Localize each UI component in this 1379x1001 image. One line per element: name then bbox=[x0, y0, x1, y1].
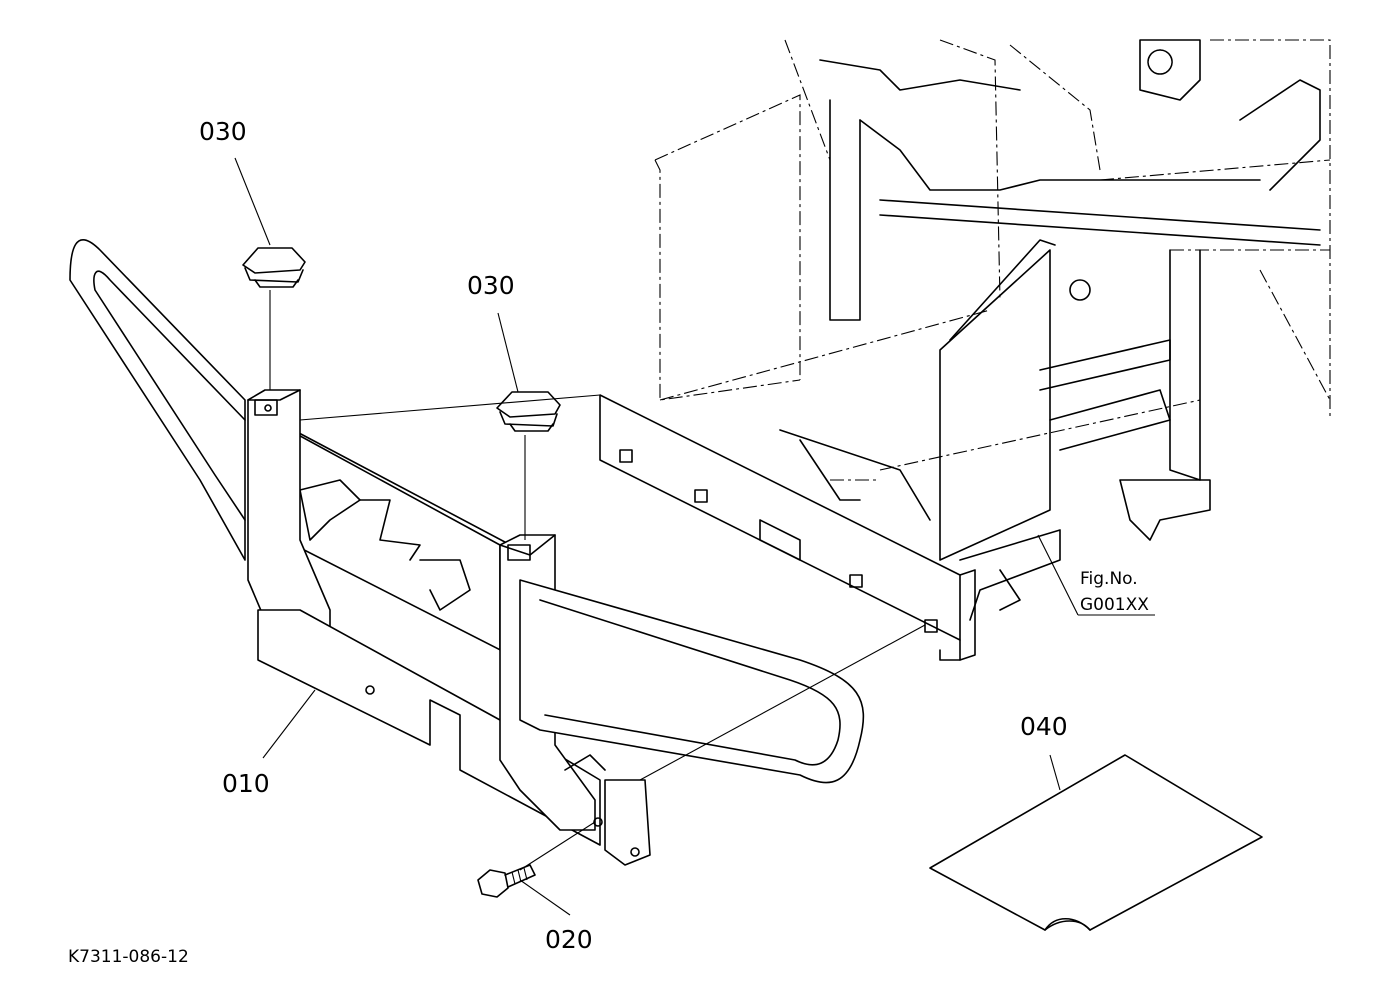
callout-010: 010 bbox=[222, 769, 270, 798]
label-sheet-icon[interactable] bbox=[929, 754, 1263, 931]
hex-bolt-icon[interactable] bbox=[477, 864, 536, 898]
chassis-frame bbox=[599, 39, 1331, 661]
callout-030-lower: 030 bbox=[467, 271, 515, 300]
figure-reference-number[interactable]: G001XX bbox=[1080, 595, 1149, 615]
callout-020: 020 bbox=[545, 925, 593, 954]
figure-reference-label: Fig.No. bbox=[1080, 569, 1138, 589]
callout-030-upper: 030 bbox=[199, 117, 247, 146]
callout-040: 040 bbox=[1020, 712, 1068, 741]
drawing-number: K7311-086-12 bbox=[68, 947, 189, 967]
front-bumper-guard[interactable] bbox=[69, 238, 865, 866]
square-cap-icon[interactable] bbox=[242, 247, 306, 288]
leader-lines bbox=[234, 157, 1155, 916]
square-cap-icon[interactable] bbox=[496, 391, 561, 432]
